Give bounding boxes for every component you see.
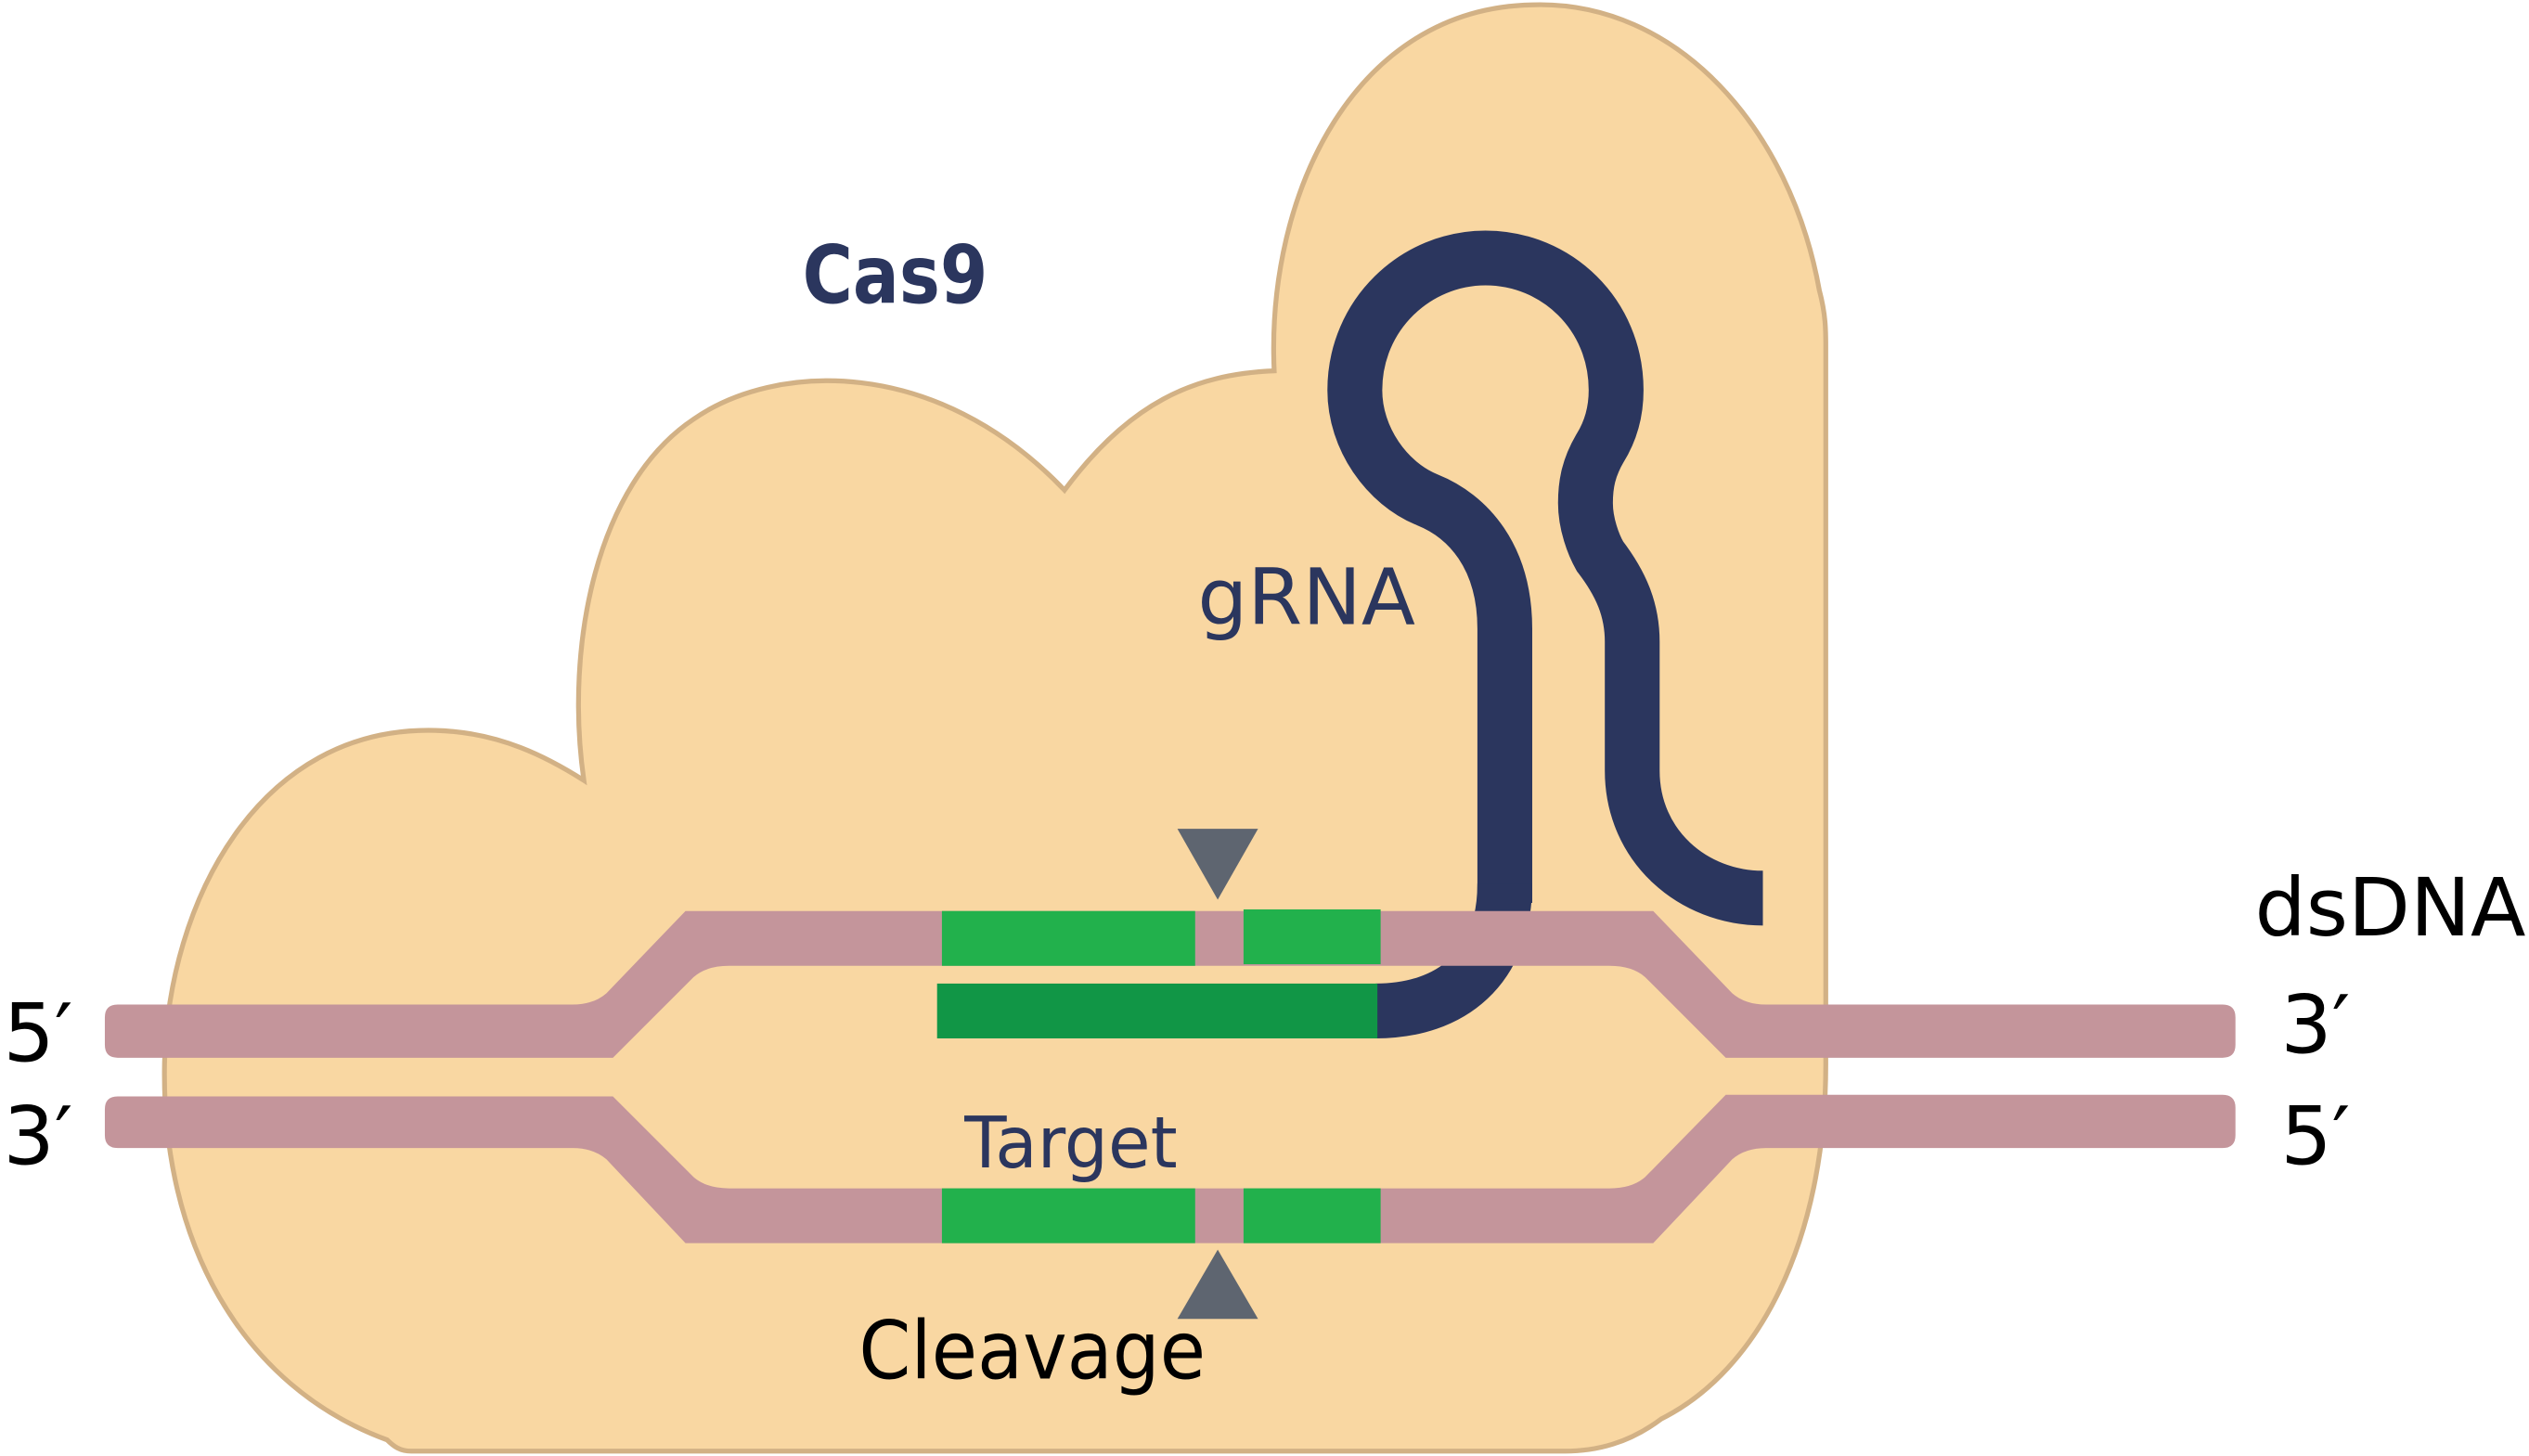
left-bottom-end-label: 3′ (3, 1090, 72, 1184)
right-bottom-end-label: 5′ (2280, 1090, 2350, 1184)
right-top-end-label: 3′ (2280, 979, 2350, 1073)
top-target-segment-left (941, 910, 1195, 966)
cleavage-marker-bottom-icon (1177, 1249, 1258, 1320)
cleavage-marker-top-icon (1177, 829, 1258, 900)
top-target-segment-right (1243, 908, 1381, 965)
grna-spacer (936, 983, 1378, 1038)
grna-label: gRNA (1197, 552, 1415, 642)
cleavage-label: Cleavage (858, 1305, 1206, 1398)
target-label: Target (963, 1102, 1177, 1185)
bottom-target-segment-left (941, 1188, 1195, 1243)
left-top-end-label: 5′ (3, 986, 72, 1080)
bottom-target-segment-right (1243, 1188, 1381, 1243)
grna-scaffold (1327, 230, 1764, 926)
cas9-protein-body (161, 2, 1828, 1454)
dna-top-strand (104, 910, 2236, 1058)
dsdna-label: dsDNA (2255, 861, 2526, 955)
dna-bottom-strand (104, 1094, 2236, 1243)
cas9-label: Cas9 (803, 229, 988, 323)
